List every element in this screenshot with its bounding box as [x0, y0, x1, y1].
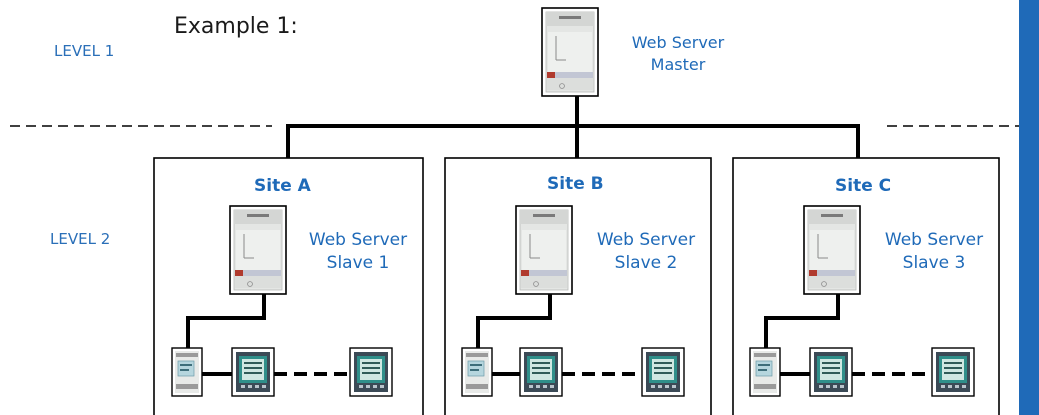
site-a-devices — [171, 205, 393, 397]
slave-1-device — [229, 205, 287, 295]
master-label: Web Server Master — [618, 32, 738, 75]
site-a-panel-meter-2 — [349, 347, 393, 397]
site-c-title: Site C — [835, 176, 892, 196]
site-a-panel-meter-1 — [231, 347, 275, 397]
site-c-panel-meter-1 — [809, 347, 853, 397]
site-a-small-meter — [171, 347, 203, 397]
slave-3-device — [803, 205, 861, 295]
master-label-line2: Master — [650, 54, 706, 74]
side-accent-bar — [1019, 0, 1039, 415]
site-b-small-meter — [461, 347, 493, 397]
slave-2-device — [515, 205, 573, 295]
slave-1-label: Web Server Slave 1 — [298, 229, 418, 275]
site-a-title: Site A — [254, 176, 311, 196]
master-server-device — [541, 7, 599, 97]
slave-3-label-line1: Web Server — [884, 230, 984, 250]
level-1-label: LEVEL 1 — [54, 42, 115, 60]
site-b-panel-meter-1 — [519, 347, 563, 397]
slave-1-label-line1: Web Server — [308, 230, 408, 250]
slave-2-label: Web Server Slave 2 — [586, 229, 706, 275]
level-2-label: LEVEL 2 — [50, 230, 111, 248]
site-c-devices — [749, 205, 975, 397]
slave-1-label-line2: Slave 1 — [326, 252, 390, 273]
site-b-devices — [461, 205, 685, 397]
site-b-title: Site B — [547, 174, 604, 194]
site-box-b — [444, 157, 712, 415]
site-b-panel-meter-2 — [641, 347, 685, 397]
slave-3-label-line2: Slave 3 — [902, 252, 966, 273]
site-box-a — [153, 157, 424, 415]
site-c-panel-meter-2 — [931, 347, 975, 397]
site-c-small-meter — [749, 347, 781, 397]
master-label-line1: Web Server — [631, 33, 725, 52]
slave-2-label-line2: Slave 2 — [614, 252, 678, 273]
slave-2-label-line1: Web Server — [596, 230, 696, 250]
diagram-title: Example 1: — [174, 14, 298, 39]
slave-3-label: Web Server Slave 3 — [874, 229, 994, 275]
master-connections — [286, 96, 860, 158]
site-box-c — [732, 157, 1000, 415]
